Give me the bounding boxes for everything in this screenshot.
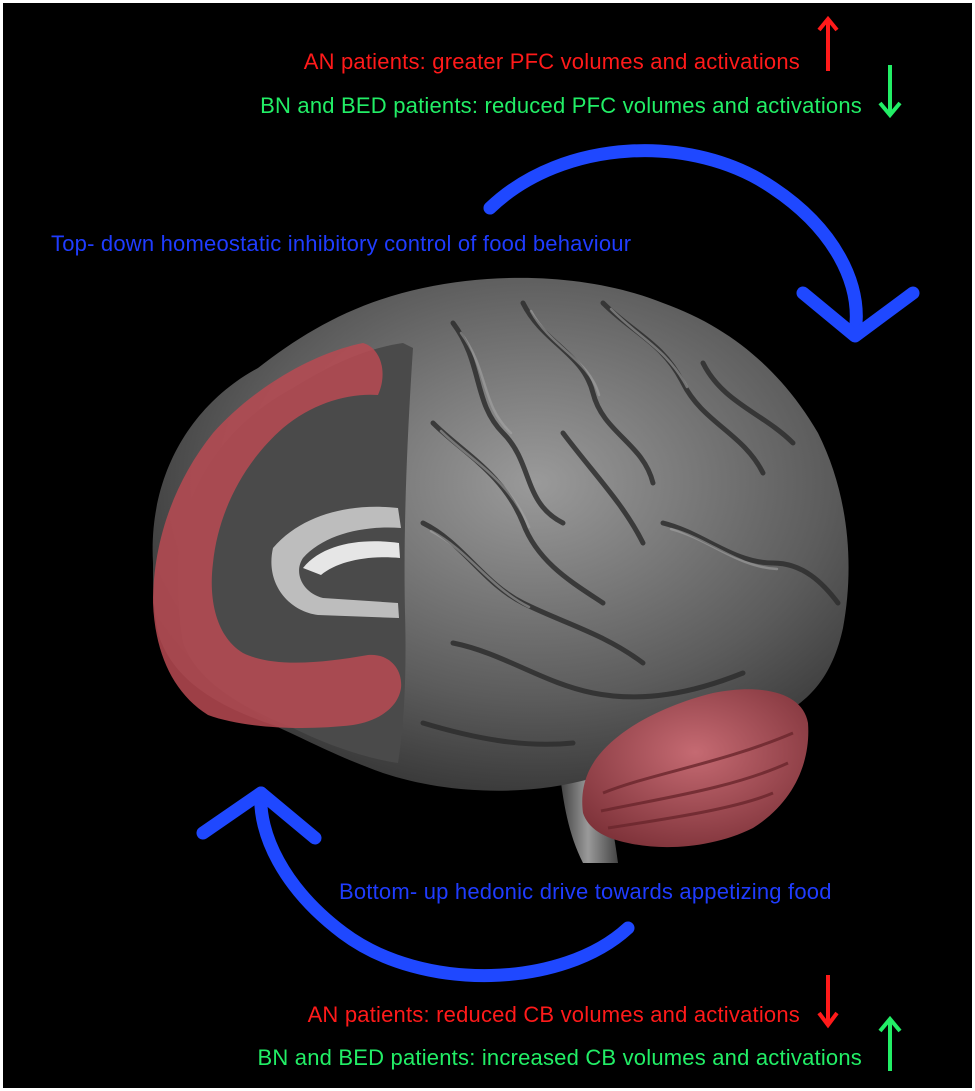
figure-frame: AN patients: greater PFC volumes and act…: [3, 3, 972, 1088]
top-down-label: Top- down homeostatic inhibitory control…: [51, 231, 631, 257]
arrow-down-icon: [878, 63, 902, 119]
flow-arrows: [3, 3, 972, 1088]
an-cb-note: AN patients: reduced CB volumes and acti…: [308, 1002, 800, 1028]
bn-bed-pfc-note: BN and BED patients: reduced PFC volumes…: [260, 93, 862, 119]
bn-bed-cb-note: BN and BED patients: increased CB volume…: [258, 1045, 863, 1071]
an-pfc-note: AN patients: greater PFC volumes and act…: [304, 49, 800, 75]
arrow-up-icon: [817, 15, 839, 73]
arrow-down-icon: [817, 973, 839, 1029]
bottom-up-label: Bottom- up hedonic drive towards appetiz…: [339, 879, 832, 905]
arrow-up-icon: [878, 1015, 902, 1073]
